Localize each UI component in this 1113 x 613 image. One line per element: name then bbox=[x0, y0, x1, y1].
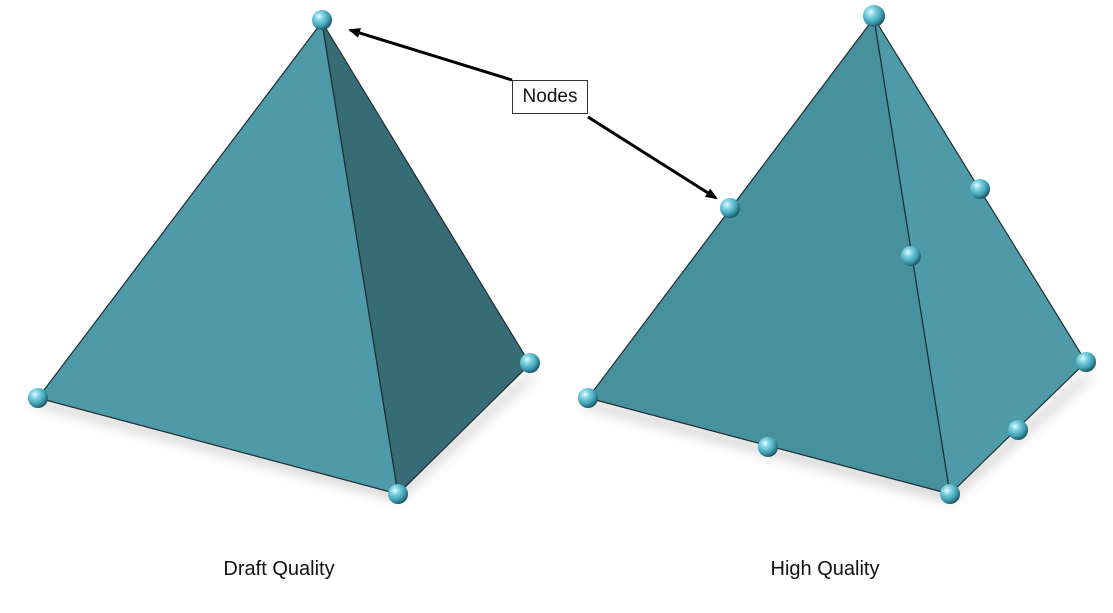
draft-quality-caption: Draft Quality bbox=[223, 558, 335, 580]
high-node-mid-bottom-right-edge bbox=[1008, 420, 1028, 440]
high-node-front bbox=[940, 484, 960, 504]
high-node-mid-right-edge bbox=[970, 179, 990, 199]
draft-quality-element bbox=[28, 10, 540, 504]
callout-arrows bbox=[348, 28, 718, 200]
high-node-mid-bottom-edge bbox=[758, 437, 778, 457]
high-node-right bbox=[1076, 352, 1096, 372]
high-quality-caption: High Quality bbox=[770, 558, 880, 580]
high-node-left bbox=[578, 388, 598, 408]
arrow-to-high-node bbox=[587, 115, 718, 200]
draft-side-face bbox=[321, 21, 531, 496]
draft-node-front bbox=[388, 484, 408, 504]
draft-node-right bbox=[520, 353, 540, 373]
draft-node-left bbox=[28, 388, 48, 408]
high-node-mid-left-edge bbox=[720, 198, 740, 218]
high-node-apex bbox=[863, 5, 885, 27]
draft-node-apex bbox=[312, 10, 332, 30]
nodes-callout-label: Nodes bbox=[512, 80, 588, 114]
arrow-to-draft-node bbox=[348, 28, 513, 82]
high-node-mid-front-edge bbox=[901, 246, 921, 266]
high-quality-element bbox=[578, 5, 1098, 504]
